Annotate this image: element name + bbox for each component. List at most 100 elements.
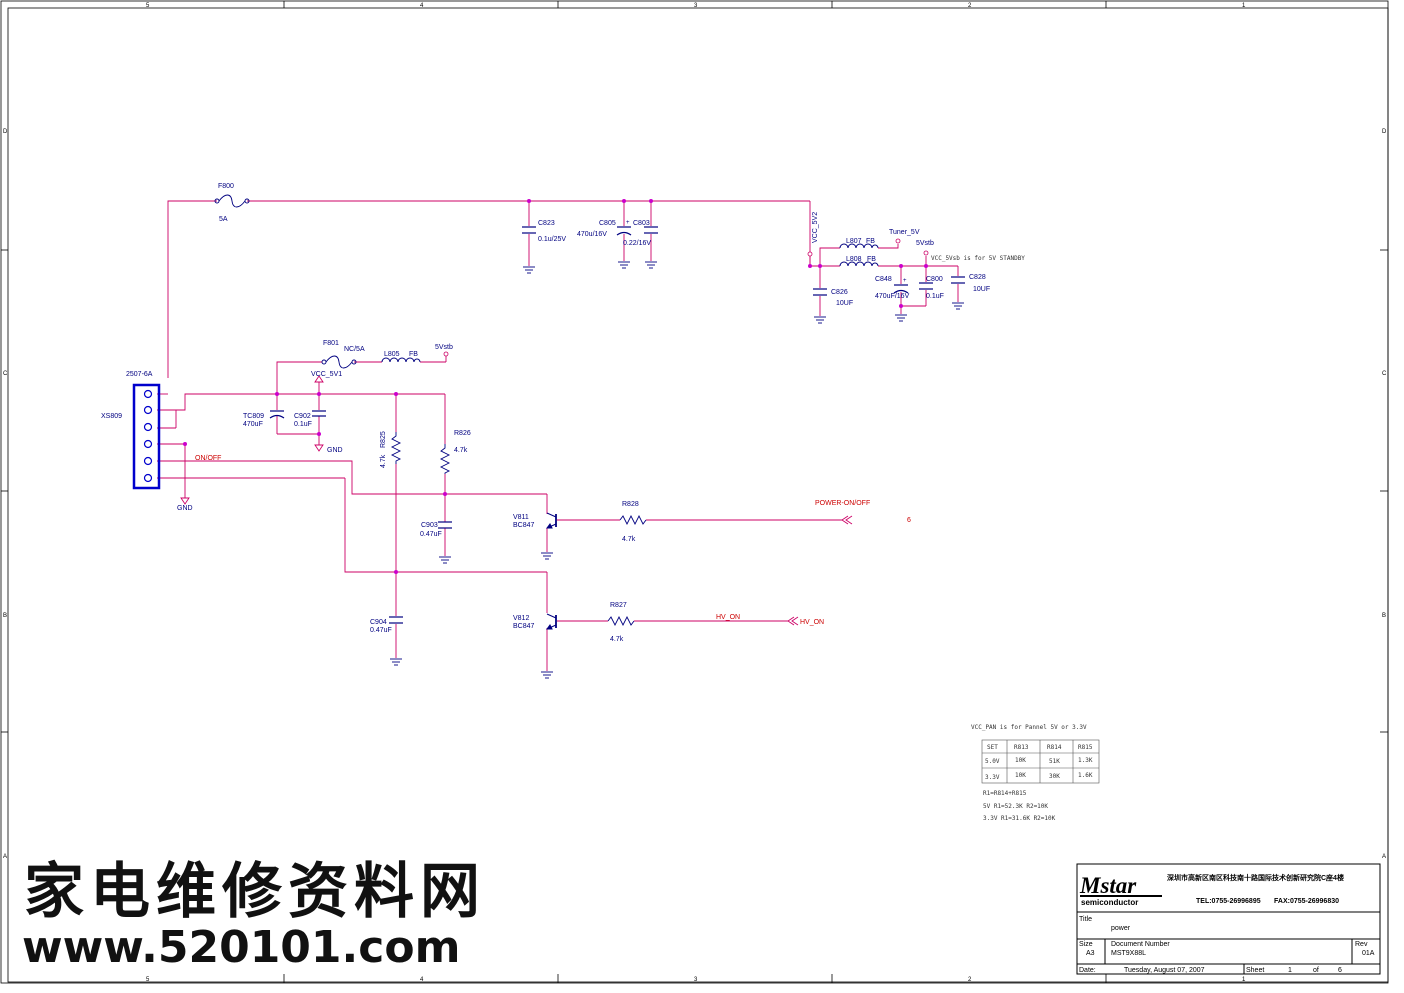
- border-column-labels: 5 4 3 2 1 5 4 3 2 1 D C B A D C B A: [3, 3, 1387, 983]
- on-off-label: ON/OFF: [195, 455, 221, 462]
- title-value: power: [1111, 925, 1131, 932]
- formula-r1: R1=R814+R815: [983, 790, 1027, 797]
- table-cell: 5.0V: [985, 758, 1000, 765]
- l807-ref: L807: [846, 238, 862, 245]
- table-cell: 51K: [1049, 758, 1060, 765]
- v811-ref: V811: [513, 514, 529, 521]
- power-ports: [443, 238, 929, 357]
- vcc-5v1-arrow: [314, 375, 324, 383]
- l807-value: FB: [866, 238, 875, 245]
- c903-value: 0.47uF: [420, 531, 442, 538]
- f800-ref: F800: [218, 183, 234, 190]
- tc809-ref: TC809: [243, 413, 264, 420]
- junctions: [183, 199, 928, 574]
- transistor-v811-symbol: [546, 512, 557, 529]
- resistor-symbols: [390, 432, 647, 627]
- resistor-table: [981, 739, 1100, 784]
- col-label-top-3: 3: [694, 3, 698, 9]
- sheet-label: Sheet: [1246, 967, 1264, 974]
- transistor-v812-symbol: [546, 613, 557, 630]
- f801-value: NC/5A: [344, 346, 365, 353]
- size-value: A3: [1086, 950, 1095, 957]
- col-label-bottom-2: 4: [420, 977, 424, 983]
- power-on-off-label: POWER-ON/OFF: [815, 500, 870, 507]
- fan-note: VCC_PAN is for Pannel 5V or 3.3V: [971, 724, 1087, 731]
- c903-ref: C903: [421, 522, 438, 529]
- title-block: Mstar semiconductor 深圳市高新区南区科技南十路国际技术创新研…: [1076, 863, 1381, 975]
- wires: [157, 200, 959, 671]
- c800-ref: C800: [926, 276, 943, 283]
- svg-text:+: +: [626, 220, 630, 226]
- 5vstb-top-label: 5Vstb: [916, 240, 934, 247]
- table-header-r813: R813: [1014, 744, 1029, 751]
- r826-value: 4.7k: [454, 447, 468, 454]
- row-label-left-a: A: [3, 854, 7, 860]
- rev-value: 01A: [1362, 950, 1375, 957]
- v812-value: BC847: [513, 623, 535, 630]
- c848-value: 470uF/16V: [875, 293, 910, 300]
- c803-value: 0.22/16V: [623, 240, 651, 247]
- c828-ref: C828: [969, 274, 986, 281]
- c800-value: 0.1uF: [926, 293, 944, 300]
- component-labels: F800 5A F801 NC/5A L805 FB L807 FB L808 …: [101, 183, 990, 643]
- c826-ref: C826: [831, 289, 848, 296]
- logo-sub: semiconductor: [1081, 898, 1138, 907]
- inductor-symbols: [381, 243, 879, 363]
- col-label-bottom-5: 1: [1242, 977, 1246, 983]
- c902-ref: C902: [294, 413, 311, 420]
- connector-xs809: [132, 383, 161, 490]
- logo-main: Mstar: [1079, 873, 1137, 898]
- size-label: Size: [1079, 941, 1093, 948]
- f801-ref: F801: [323, 340, 339, 347]
- c848-ref: C848: [875, 276, 892, 283]
- gnd-connector-label: GND: [177, 505, 193, 512]
- l805-value: FB: [409, 351, 418, 358]
- r825-ref: R825: [380, 431, 387, 448]
- f800-value: 5A: [219, 216, 228, 223]
- tuner-5v-label: Tuner_5V: [889, 229, 920, 236]
- offsheet-arrows: [787, 515, 853, 626]
- standby-note: VCC_5Vsb is for 5V STANDBY: [931, 255, 1025, 262]
- vcc-5v2-label: VCC_5V2: [812, 212, 819, 243]
- row-label-right-d: D: [1382, 129, 1387, 135]
- capacitor-symbols: [269, 226, 965, 624]
- 5vstb-label: 5Vstb: [435, 344, 453, 351]
- table-cell: 10K: [1015, 772, 1026, 779]
- r826-ref: R826: [454, 430, 471, 437]
- row-label-right-a: A: [1382, 854, 1386, 860]
- formula-5v: 5V R1=52.3K R2=10K: [983, 803, 1048, 810]
- row-label-left-c: C: [3, 371, 8, 377]
- l805-ref: L805: [384, 351, 400, 358]
- table-header-r814: R814: [1047, 744, 1062, 751]
- c823-ref: C823: [538, 220, 555, 227]
- sheet-value: 1: [1288, 967, 1292, 974]
- fuse-f801-symbol: [321, 355, 357, 369]
- xs809-value: 2507-6A: [126, 371, 153, 378]
- r827-ref: R827: [610, 602, 627, 609]
- col-label-bottom-4: 2: [968, 977, 972, 983]
- c823-value: 0.1u/25V: [538, 236, 566, 243]
- of-label: of: [1313, 967, 1319, 974]
- hv-on-wire-label: HV_ON: [716, 614, 740, 621]
- c803-ref: C803: [633, 220, 650, 227]
- c805-ref: C805: [599, 220, 616, 227]
- fuse-f800-symbol: [214, 194, 250, 208]
- title-label: Title: [1079, 916, 1092, 923]
- tc809-value: 470uF: [243, 421, 263, 428]
- xs809-ref: XS809: [101, 413, 122, 420]
- logo-bar: [1080, 895, 1162, 897]
- table-cell: 1.3K: [1078, 757, 1093, 764]
- formula-3v3: 3.3V R1=31.6K R2=10K: [983, 815, 1056, 822]
- gnd-c902-label: GND: [327, 447, 343, 454]
- v812-ref: V812: [513, 615, 529, 622]
- c904-ref: C904: [370, 619, 387, 626]
- polarity-marks: ++: [626, 220, 907, 284]
- net-labels: VCC_5V2 Tuner_5V 5Vstb 5Vstb VCC_5V1 GND…: [177, 212, 934, 626]
- rev-label: Rev: [1355, 941, 1368, 948]
- docnum-value: MST9X88L: [1111, 950, 1146, 957]
- table-cell: 1.6K: [1078, 772, 1093, 779]
- company-address: 深圳市高新区南区科技南十路国际技术创新研究院C座4楼: [1167, 873, 1344, 882]
- watermark-chinese: 家电维修资料网: [24, 857, 486, 927]
- col-label-bottom-3: 3: [694, 977, 698, 983]
